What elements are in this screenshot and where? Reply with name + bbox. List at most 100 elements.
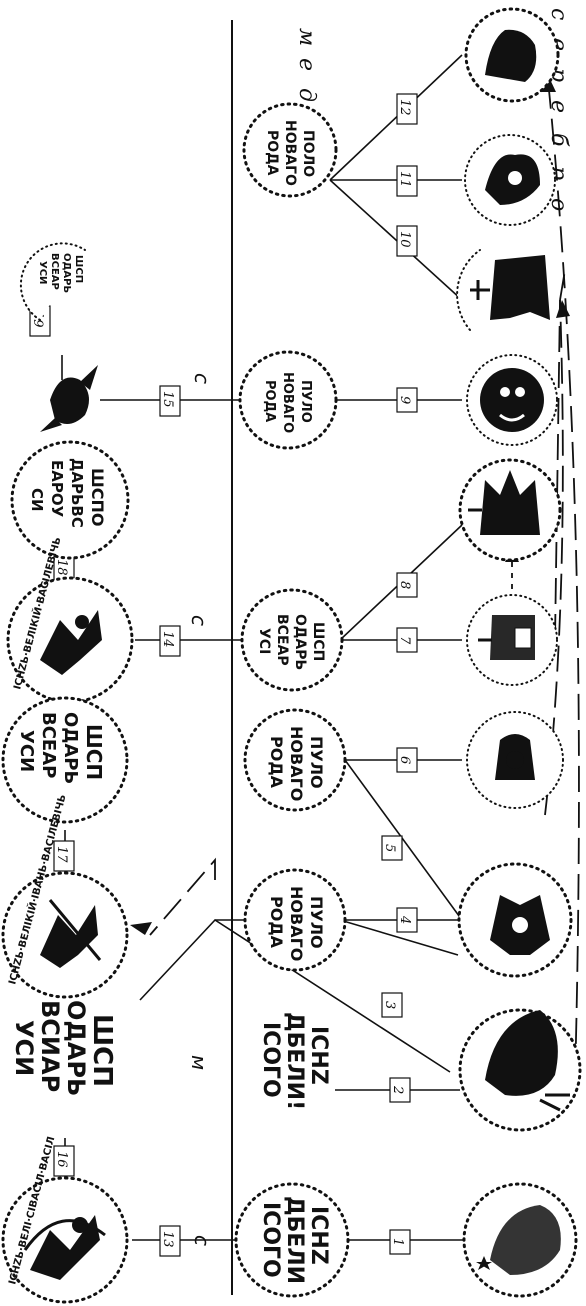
svg-text:10: 10 xyxy=(397,231,412,248)
coin-2-inscription: ІСНZ ДБЕЛИ! ІСОГО xyxy=(258,1012,331,1110)
coin-11-image xyxy=(464,134,556,226)
svg-text:2: 2 xyxy=(390,1085,405,1094)
svg-text:9: 9 xyxy=(397,396,412,404)
numbox-4: 4 xyxy=(396,907,418,933)
svg-text:15: 15 xyxy=(160,391,175,408)
svg-text:7: 7 xyxy=(397,636,412,645)
branch-mark-16: м xyxy=(187,1055,211,1070)
coin-1-inscription: ІСНZ ДБЕЛИ ІСОГО xyxy=(234,1182,350,1298)
copper-letter-1: м xyxy=(294,28,319,46)
coin-6-image xyxy=(466,711,564,809)
svg-text:НОВАГО: НОВАГО xyxy=(280,372,295,433)
svg-text:ІСОГО: ІСОГО xyxy=(258,1202,283,1278)
numbox-17: 17 xyxy=(53,840,75,872)
connections xyxy=(61,54,580,1241)
silver-letter-1: с xyxy=(546,8,571,20)
svg-text:5: 5 xyxy=(382,844,397,852)
svg-text:УСІ: УСІ xyxy=(256,628,272,654)
coin-2-image xyxy=(458,1008,582,1132)
numbox-12: 12 xyxy=(396,93,418,125)
numbox-7: 7 xyxy=(396,627,418,653)
copper-letter-2: е xyxy=(294,58,319,71)
svg-text:ОДАРЬ: ОДАРЬ xyxy=(60,712,81,784)
coin-9-image xyxy=(466,354,558,446)
numbox-8: 8 xyxy=(396,572,418,598)
svg-text:1: 1 xyxy=(390,1238,405,1246)
branch-mark-13: с xyxy=(190,1235,214,1246)
coin-15-bird xyxy=(40,365,98,432)
svg-text:13: 13 xyxy=(160,1231,175,1248)
svg-text:ЕАРОУ: ЕАРОУ xyxy=(48,460,66,518)
numbox-16: 16 xyxy=(53,1145,75,1177)
coin-10-inscription: ПОЛО НОВАГО РОДА xyxy=(242,102,338,198)
svg-text:ВСИАР: ВСИАР xyxy=(36,1000,64,1092)
svg-text:14: 14 xyxy=(160,631,175,648)
coin-7-inscription: ШСП ОДАРЬ ВСЕАР УСІ xyxy=(240,588,344,692)
branch-mark-15: с xyxy=(190,373,214,384)
coin-4-inscription: ПУЛО НОВАГО РОДА xyxy=(243,868,347,972)
svg-text:11: 11 xyxy=(397,171,412,188)
coin-14-rider xyxy=(6,576,134,704)
coin-13-rider xyxy=(1,1176,129,1304)
silver-letter-5: б xyxy=(546,133,571,147)
coin-6-inscription: ПУЛО НОВАГО РОДА xyxy=(243,708,347,812)
svg-text:ДБЕЛИ: ДБЕЛИ xyxy=(282,1196,307,1284)
branch-marks: с м с с xyxy=(187,373,214,1246)
coin-17-inscription: ШСП ОДАРЬ ВСЕАР УСИ xyxy=(1,696,129,824)
svg-text:4: 4 xyxy=(397,915,412,924)
svg-text:ВСЕАР: ВСЕАР xyxy=(274,614,290,666)
coin-8-image xyxy=(458,458,562,562)
silver-letter-4: е xyxy=(546,100,571,113)
svg-text:17: 17 xyxy=(54,846,69,863)
numbox-15: 15 xyxy=(159,385,181,417)
numbox-6: 6 xyxy=(396,747,418,773)
svg-text:ІСНZ: ІСНZ xyxy=(306,1206,331,1265)
svg-text:ДАРЬВС: ДАРЬВС xyxy=(68,458,86,528)
coin-17-rider xyxy=(1,871,129,999)
svg-text:12: 12 xyxy=(397,99,412,116)
numbox-5: 5 xyxy=(381,835,403,861)
svg-text:6: 6 xyxy=(397,756,412,764)
coin-1-image xyxy=(462,1182,578,1298)
numbox-1: 1 xyxy=(389,1229,411,1255)
svg-text:3: 3 xyxy=(382,1001,397,1009)
svg-text:18: 18 xyxy=(54,559,69,576)
svg-text:16: 16 xyxy=(54,1151,69,1168)
svg-text:ПУЛО: ПУЛО xyxy=(307,896,326,949)
svg-text:ШСП: ШСП xyxy=(73,255,84,283)
numbox-2: 2 xyxy=(389,1077,411,1103)
svg-text:НОВАГО: НОВАГО xyxy=(287,886,306,961)
copper-letter-3: д xyxy=(294,88,319,102)
svg-text:УСИ: УСИ xyxy=(16,730,37,772)
svg-text:ІСНZ: ІСНZ xyxy=(306,1026,331,1085)
svg-text:УСИ: УСИ xyxy=(37,261,48,284)
svg-text:РОДА: РОДА xyxy=(264,130,280,176)
svg-text:ШСП: ШСП xyxy=(87,1014,117,1087)
svg-text:ІСОГО: ІСОГО xyxy=(258,1022,283,1098)
number-boxes: 1 2 3 4 5 6 7 8 9 10 11 12 13 14 15 16 1… xyxy=(29,93,418,1257)
svg-text:СИ: СИ xyxy=(28,488,46,512)
svg-text:УСИ: УСИ xyxy=(10,1020,38,1076)
numbox-13: 13 xyxy=(159,1225,181,1257)
coin-9-inscription: ПУЛО НОВАГО РОДА xyxy=(238,350,338,450)
svg-text:ПОЛО: ПОЛО xyxy=(300,130,316,177)
svg-text:ДБЕЛИ!: ДБЕЛИ! xyxy=(282,1012,307,1110)
svg-text:РОДА: РОДА xyxy=(267,896,286,949)
svg-text:ПУЛО: ПУЛО xyxy=(298,380,313,423)
svg-text:ОДАРЬ: ОДАРЬ xyxy=(292,614,308,670)
coin-16-inscription: ШСП ОДАРЬ ВСИАР УСИ xyxy=(10,1000,117,1096)
svg-text:РОДА: РОДА xyxy=(267,736,286,789)
svg-text:ПУЛО: ПУЛО xyxy=(307,736,326,789)
svg-text:ОДАРЬ: ОДАРЬ xyxy=(61,253,72,293)
numbox-9: 9 xyxy=(396,387,418,413)
coin-19-inscription: ШСП ОДАРЬ ВСЕАР УСИ xyxy=(19,242,86,321)
coin-7-image xyxy=(466,594,558,686)
svg-text:ВСЕАР: ВСЕАР xyxy=(38,712,59,778)
numbox-10: 10 xyxy=(396,225,418,257)
numbox-14: 14 xyxy=(159,625,181,657)
svg-text:ВСЕАР: ВСЕАР xyxy=(49,253,60,290)
coin-10-image xyxy=(456,249,550,331)
svg-text:ШСП: ШСП xyxy=(310,622,326,661)
svg-text:ШСПО: ШСПО xyxy=(88,468,107,527)
